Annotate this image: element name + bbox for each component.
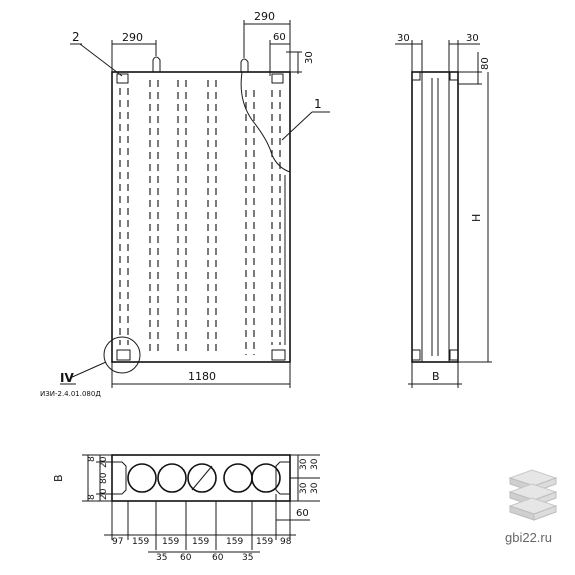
section-dim-left-0: 20 [99, 456, 109, 468]
lifting-loop-right [240, 58, 249, 72]
section-dim-left-8-bottom: 8 [87, 494, 97, 500]
node-mark: IV [60, 371, 74, 385]
section-dim-bottom-2: 159 [162, 537, 179, 547]
dim-290-right: 290 [254, 10, 275, 23]
section-dim-lower-1: 60 [180, 553, 192, 563]
section-dim-right-1: 30 [310, 458, 320, 470]
leader-line-2 [79, 43, 123, 77]
void-circle [187, 463, 217, 493]
side-dim-80: 80 [480, 57, 491, 70]
section-dim-right-0: 30 [299, 458, 309, 470]
section-dim-left-1: 80 [99, 472, 109, 484]
section-dim-bottom-3: 159 [192, 537, 209, 547]
node-leader [69, 361, 107, 379]
side-dim-H: H [470, 214, 483, 222]
side-outline [411, 71, 459, 363]
panel-elevation: 290 2 290 60 30 1 1180 IV ИЗИ-2.4.01.080 [40, 10, 330, 398]
side-dim-30-right: 30 [466, 33, 479, 44]
series-ref: ИЗИ-2.4.01.080Д [40, 390, 101, 398]
dim-30-top: 30 [304, 51, 315, 64]
section-dim-left-2: 20 [99, 488, 109, 500]
embedded-plate-top-left [116, 73, 129, 84]
void-circle [251, 463, 281, 493]
dim-60-top: 60 [273, 32, 286, 43]
embedded-plate-top-right [271, 73, 284, 84]
section-dim-60: 60 [296, 508, 309, 519]
void-circle [127, 463, 157, 493]
section-dim-bottom-1: 159 [132, 537, 149, 547]
section-rebate-left [112, 461, 127, 495]
section-dim-lower-0: 35 [156, 553, 167, 563]
panel-side-view: 30 30 80 H B [395, 33, 492, 388]
section-dim-B: B [52, 474, 65, 482]
node-callout-circle [103, 336, 141, 374]
panel-outline [111, 71, 291, 363]
section-hatch-line [191, 465, 213, 491]
leader-line-1 [281, 111, 313, 141]
void-circle [223, 463, 253, 493]
dim-1180: 1180 [188, 370, 216, 383]
section-rebate-right [275, 461, 290, 495]
watermark-text: gbi22.ru [505, 530, 552, 545]
side-plate-bl [411, 349, 421, 361]
embedded-plate-bottom-right [271, 349, 286, 361]
side-plate-tr [449, 71, 459, 81]
side-dim-B: B [432, 370, 440, 383]
dim-290-left: 290 [122, 31, 143, 44]
leader-label-1: 1 [314, 97, 322, 111]
section-dim-left-8-top: 8 [87, 456, 97, 462]
section-dim-right-2: 30 [299, 482, 309, 494]
section-dim-lower-2: 60 [212, 553, 224, 563]
watermark-logo-icon [508, 469, 558, 521]
section-dim-bottom-0: 97 [112, 537, 123, 547]
panel-cross-section: 20 80 20 8 8 B 30 30 30 30 60 97 159 159… [52, 454, 320, 563]
lifting-loop-left [152, 56, 161, 72]
void-circle [157, 463, 187, 493]
break-line [240, 71, 291, 173]
section-dim-lower-3: 35 [242, 553, 253, 563]
embedded-plate-bottom-left [116, 349, 131, 361]
side-plate-br [449, 349, 459, 361]
section-dim-right-3: 30 [310, 482, 320, 494]
section-dim-bottom-5: 159 [256, 537, 273, 547]
leader-label-2: 2 [72, 30, 80, 44]
section-outline [111, 454, 291, 502]
side-plate-tl [411, 71, 421, 81]
side-dim-30-left: 30 [397, 33, 410, 44]
section-dim-bottom-4: 159 [226, 537, 243, 547]
section-dim-bottom-6: 98 [280, 537, 292, 547]
